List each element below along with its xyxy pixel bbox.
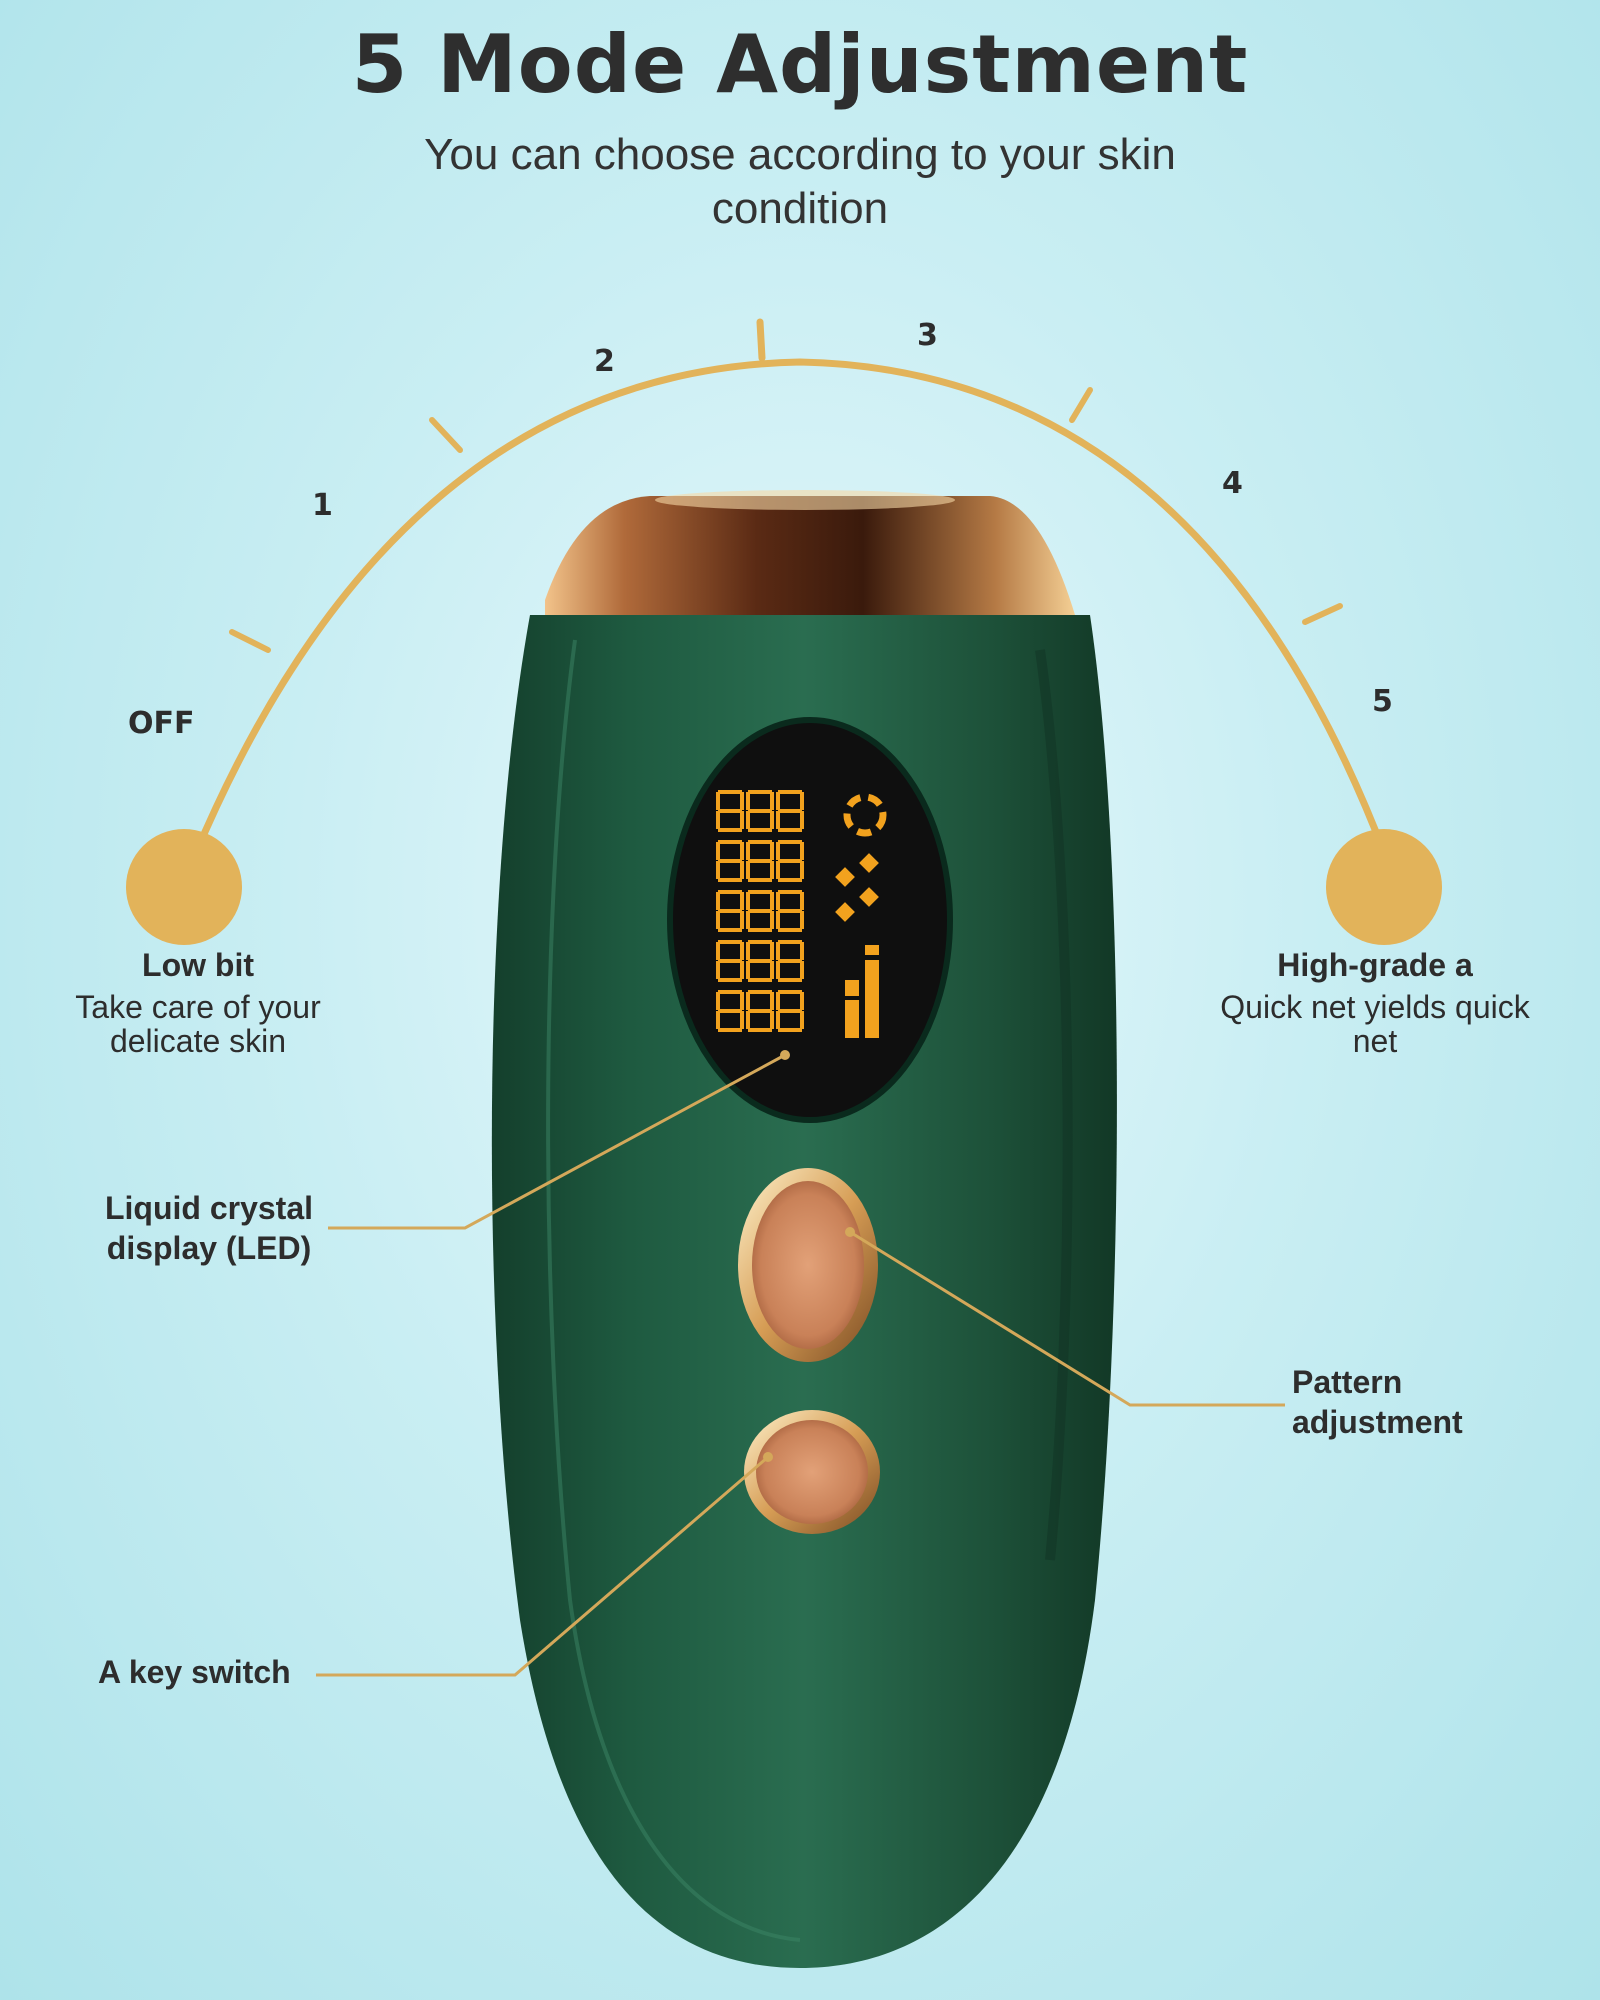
callout-dot (763, 1452, 773, 1462)
callout-pattern-label: Pattern adjustment (1292, 1364, 1463, 1440)
diamond-icon (859, 887, 879, 907)
lcd-segment-digit (776, 940, 804, 982)
lcd-segment-digit (716, 890, 744, 932)
lcd-segment-digit (716, 790, 744, 832)
dial-tick (429, 417, 463, 453)
low-level-description: Take care of your delicate skin (75, 989, 321, 1059)
diamond-icon (835, 902, 855, 922)
mode-dial-arc (191, 358, 1389, 859)
lcd-segment-digit (716, 940, 744, 982)
lcd-segment-digit (746, 990, 774, 1032)
callout-line-pattern (849, 1230, 1285, 1407)
page-subtitle: You can choose according to your skin co… (424, 130, 1176, 233)
high-level-heading: High-grade a (1277, 947, 1473, 983)
lcd-segment-digit (716, 990, 744, 1032)
dial-label-off: OFF (128, 706, 195, 741)
lcd-segment-digit (746, 890, 774, 932)
device-body-edge (546, 639, 801, 1942)
device-head-highlight (655, 490, 955, 510)
high-level-description: Quick net yields quick net (1220, 989, 1530, 1059)
lcd-segment-digit (776, 890, 804, 932)
diamond-icon (835, 867, 855, 887)
low-end-knob (126, 829, 242, 945)
lcd-segment-digit (776, 990, 804, 1032)
dial-label-5: 5 (1372, 684, 1393, 719)
dial-label-2: 2 (594, 344, 615, 379)
lcd-digits (716, 790, 804, 1032)
device-body-shade (1035, 649, 1073, 1561)
lcd-segment-digit (776, 840, 804, 882)
callout-dot (845, 1227, 855, 1237)
signal-bar-icon (865, 945, 879, 955)
callout-switch-label: A key switch (98, 1654, 291, 1690)
dial-tick (1302, 603, 1343, 625)
lcd-screen (667, 717, 953, 1123)
lcd-segment-digit (776, 790, 804, 832)
signal-bar-icon (845, 980, 859, 996)
dial-tick (229, 629, 271, 653)
dial-tick (756, 318, 766, 362)
callout-line-switch (316, 1455, 769, 1677)
high-end-knob (1326, 829, 1442, 945)
fan-icon (843, 793, 887, 837)
pattern-button (752, 1181, 864, 1349)
dial-label-4: 4 (1222, 466, 1243, 501)
callout-dot (780, 1050, 790, 1060)
callout-display-label: Liquid crystal display (LED) (104, 1190, 314, 1266)
page-title: 5 Mode Adjustment (351, 18, 1249, 111)
lcd-segment-digit (716, 840, 744, 882)
lcd-segment-digit (746, 840, 774, 882)
dial-label-1: 1 (312, 488, 333, 523)
power-button (756, 1420, 868, 1524)
device-head (545, 496, 1075, 615)
signal-bar-icon (865, 960, 879, 1038)
low-level-heading: Low bit (142, 947, 254, 983)
dial-tick (1069, 387, 1093, 423)
callout-line-display (328, 1053, 786, 1230)
diamond-icon (859, 853, 879, 873)
lcd-segment-digit (746, 790, 774, 832)
dial-label-3: 3 (917, 318, 938, 353)
signal-bar-icon (845, 1000, 859, 1038)
lcd-icons (835, 793, 887, 1038)
lcd-segment-digit (746, 940, 774, 982)
